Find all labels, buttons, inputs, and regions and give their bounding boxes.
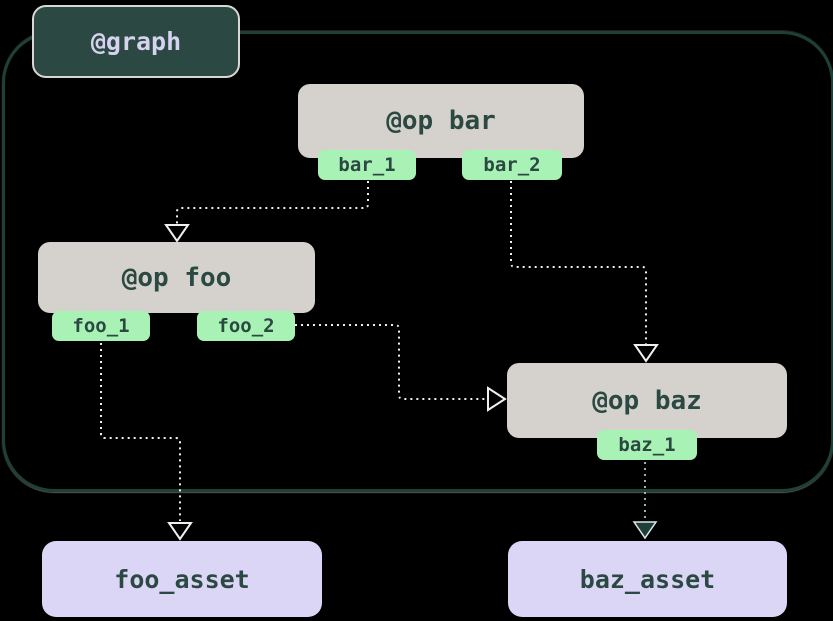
arrowhead-into-foo-asset [167,522,193,541]
op-baz-label: @op baz [592,385,702,416]
asset-foo-label: foo_asset [114,564,250,594]
output-tab-foo-2[interactable]: foo_2 [197,311,295,341]
output-tab-bar-1[interactable]: bar_1 [318,150,416,180]
asset-node-foo-asset[interactable]: foo_asset [42,541,322,617]
asset-baz-label: baz_asset [579,564,716,594]
output-tab-bar-2[interactable]: bar_2 [462,150,562,180]
output-tab-baz-1[interactable]: baz_1 [597,430,697,460]
op-node-foo[interactable]: @op foo foo_1 foo_2 [38,242,315,341]
op-node-bar[interactable]: @op bar bar_1 bar_2 [298,84,584,180]
output-tab-bar-1-label: bar_1 [338,154,396,176]
asset-node-baz-asset[interactable]: baz_asset [508,541,787,617]
edge-foo1-to-foo-asset [100,343,181,521]
edge-foo2-to-baz [295,324,486,400]
edge-bar2-to-baz [510,181,647,344]
arrowhead-into-baz-left [487,386,507,412]
edge-bar1-to-foo [176,181,369,224]
output-tab-foo-1-label: foo_1 [72,315,130,337]
output-tab-foo-1[interactable]: foo_1 [52,311,150,341]
graph-node[interactable]: @graph [32,5,240,78]
output-tab-baz-1-label: baz_1 [618,434,676,456]
arrowhead-into-foo [164,224,190,243]
arrowhead-into-baz-asset [632,521,658,540]
output-tab-bar-2-label: bar_2 [483,154,541,176]
arrowhead-into-baz-top [633,344,659,363]
output-tab-foo-2-label: foo_2 [217,315,275,337]
graph-boundary [2,31,833,492]
graph-node-label: @graph [90,27,182,56]
op-bar-label: @op bar [386,106,496,136]
op-node-baz[interactable]: @op baz baz_1 [507,363,787,460]
op-foo-label: @op foo [121,262,232,293]
